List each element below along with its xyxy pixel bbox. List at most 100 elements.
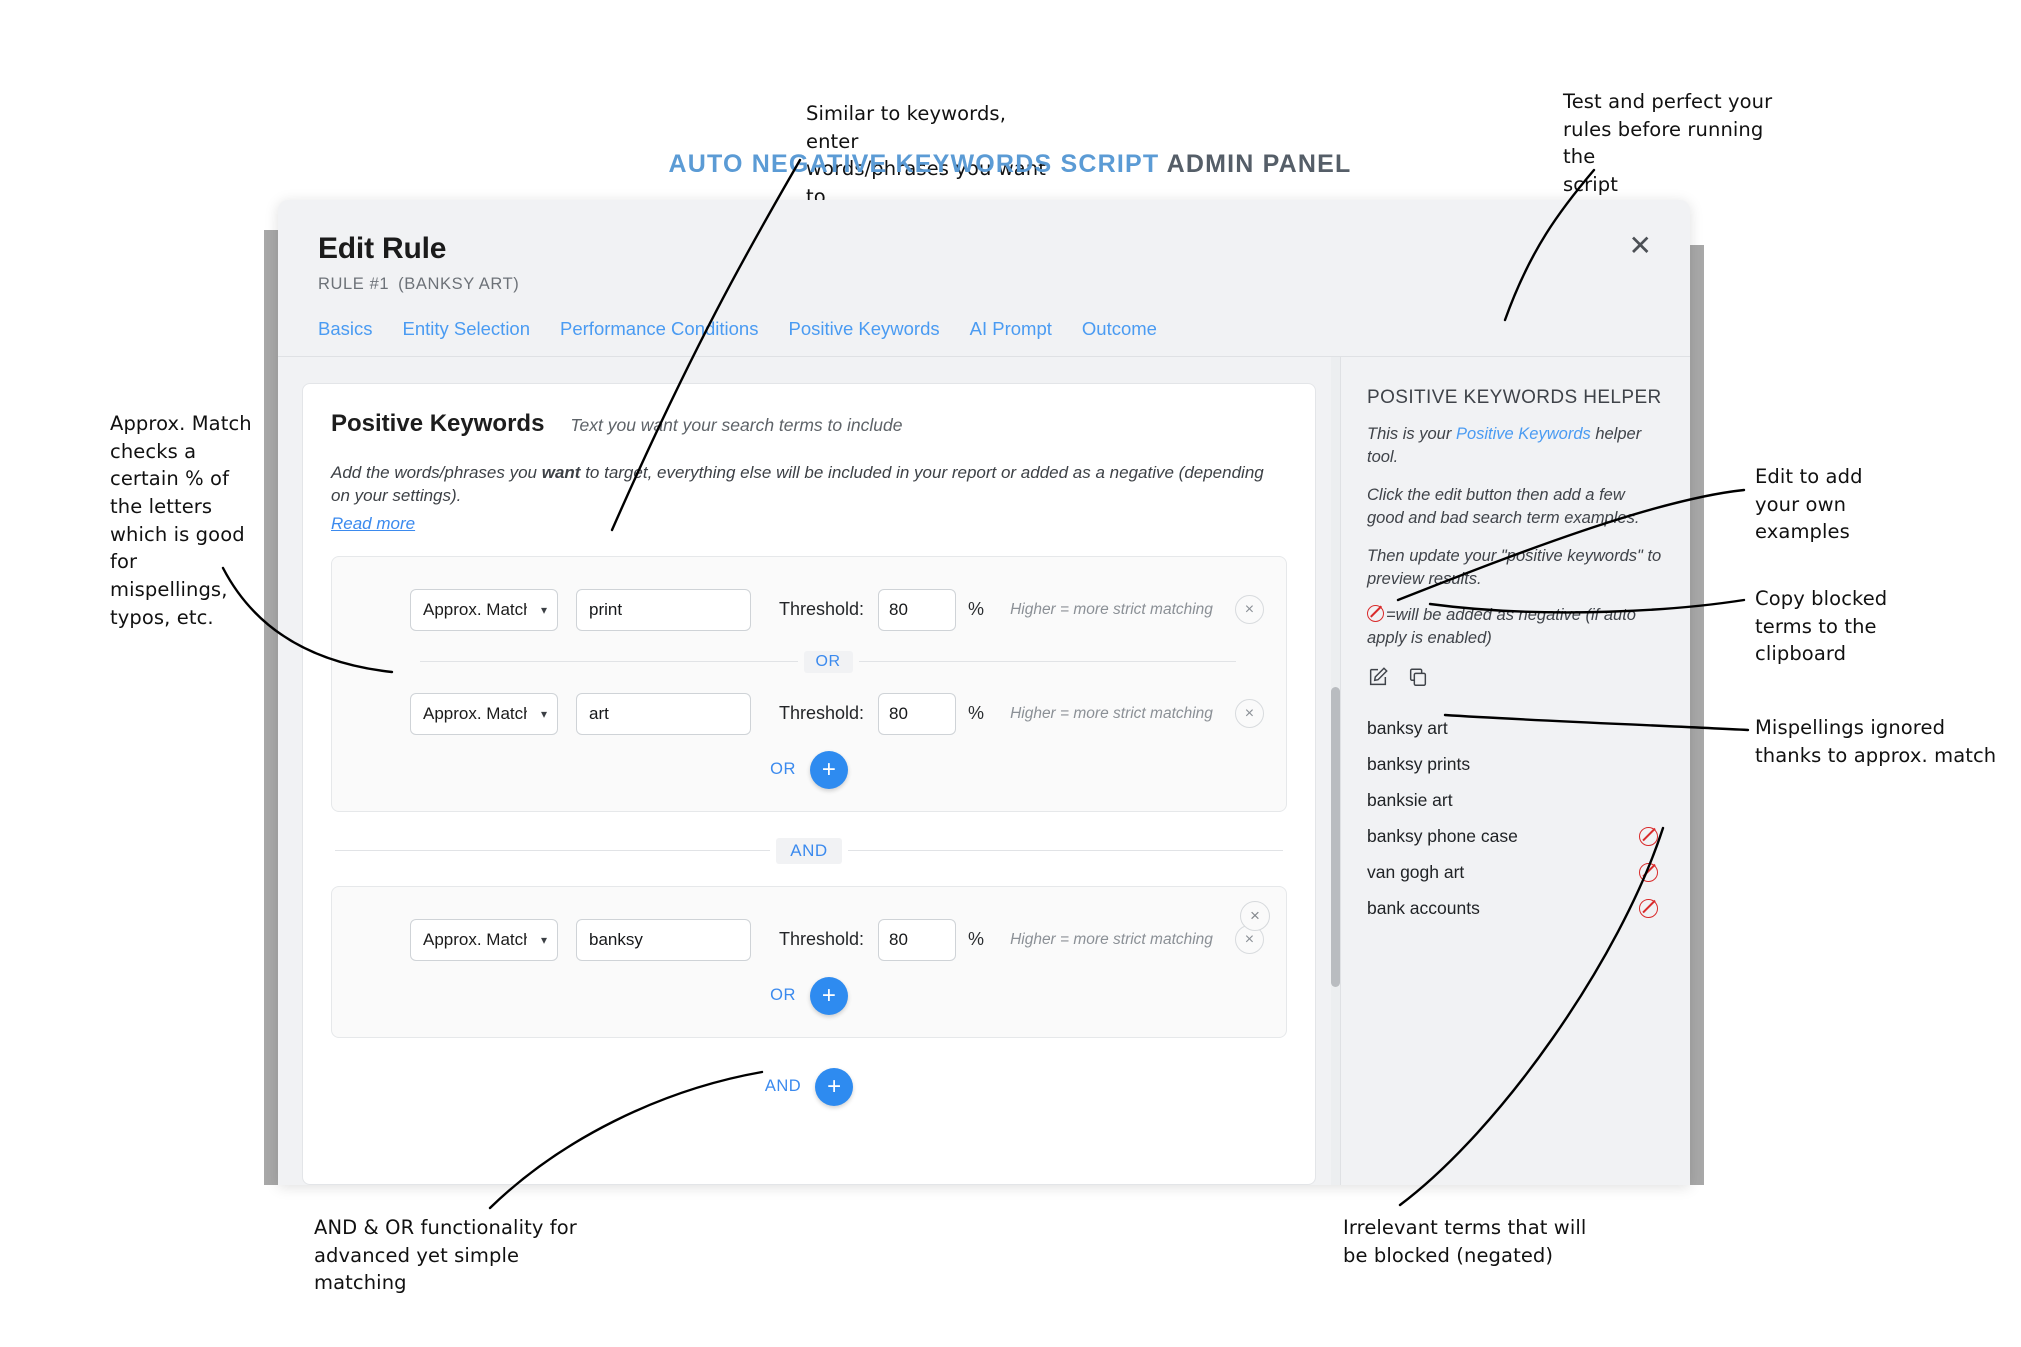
- threshold-input[interactable]: [878, 588, 957, 631]
- and-label: AND: [764, 1077, 802, 1096]
- keyword-term: banksie art: [1367, 789, 1453, 810]
- list-item[interactable]: banksy prints: [1367, 746, 1664, 782]
- remove-group-button[interactable]: ×: [1240, 900, 1270, 931]
- and-label: AND: [776, 837, 842, 864]
- threshold-label: Threshold:: [779, 599, 865, 620]
- page-scrollbar-left[interactable]: [264, 230, 278, 1185]
- percent-symbol: %: [968, 703, 985, 724]
- remove-condition-button[interactable]: ×: [1234, 699, 1264, 729]
- tab-basics[interactable]: Basics: [318, 318, 373, 339]
- card-description: Add the words/phrases you want to target…: [331, 462, 1287, 508]
- copy-icon[interactable]: [1407, 666, 1429, 688]
- threshold-hint: Higher = more strict matching: [1010, 600, 1213, 618]
- positive-keywords-pane: Positive Keywords Text you want your sea…: [278, 357, 1340, 1185]
- threshold-hint: Higher = more strict matching: [1010, 704, 1213, 722]
- keyword-term: van gogh art: [1367, 861, 1465, 882]
- divider-line-right: [847, 850, 1283, 852]
- annotation-and-or: AND & OR functionality for advanced yet …: [314, 1216, 577, 1295]
- or-label: OR: [770, 986, 796, 1005]
- tab-ai-prompt[interactable]: AI Prompt: [969, 318, 1052, 339]
- divider-line-right: [858, 661, 1236, 663]
- helper-intro-post: helper tool.: [1367, 425, 1642, 467]
- and-divider: AND: [335, 837, 1283, 864]
- helper-intro-pre: This is your: [1367, 425, 1456, 443]
- or-divider: OR: [420, 650, 1236, 673]
- threshold-hint: Higher = more strict matching: [1010, 930, 1213, 948]
- condition-row: Approx. Match ▾ Threshold: % Higher = mo…: [354, 583, 1264, 637]
- tab-entity-selection[interactable]: Entity Selection: [402, 318, 531, 339]
- add-and-group: AND +: [331, 1067, 1287, 1106]
- add-or-button[interactable]: +: [809, 976, 848, 1015]
- positive-keywords-helper-pane: POSITIVE KEYWORDS HELPER This is your Po…: [1340, 357, 1690, 1185]
- annotation-irrelevant-terms: Irrelevant terms that will be blocked (n…: [1343, 1216, 1587, 1267]
- threshold-label: Threshold:: [779, 929, 865, 950]
- threshold-input[interactable]: [878, 918, 957, 961]
- rule-number: RULE #1: [318, 275, 390, 293]
- blocked-icon: [1639, 826, 1658, 846]
- list-item[interactable]: banksy art: [1367, 710, 1664, 746]
- add-or-condition: OR +: [354, 750, 1264, 793]
- condition-row: Approx. Match ▾ Threshold: % Higher = mo…: [354, 687, 1264, 741]
- helper-update-line: Then update your "positive keywords" to …: [1367, 546, 1662, 589]
- keyword-input[interactable]: [576, 918, 751, 961]
- match-type-select[interactable]: Approx. Match: [410, 918, 558, 961]
- helper-negative-note: =will be added as negative (if auto appl…: [1367, 604, 1664, 651]
- add-or-button[interactable]: +: [809, 750, 848, 789]
- match-type-select[interactable]: Approx. Match: [410, 588, 558, 631]
- page-scrollbar-right[interactable]: [1690, 245, 1704, 1185]
- background-app-title-secondary: ADMIN PANEL: [1166, 150, 1352, 178]
- dialog-subtitle: RULE #1 (BANKSY ART): [318, 275, 1650, 294]
- list-item[interactable]: banksie art: [1367, 782, 1664, 818]
- threshold-input[interactable]: [878, 692, 957, 735]
- condition-group: Approx. Match ▾ Threshold: % Higher = mo…: [331, 555, 1287, 812]
- match-type-wrapper: Approx. Match ▾: [410, 692, 558, 735]
- card-header: Positive Keywords Text you want your sea…: [331, 410, 1287, 438]
- tab-positive-keywords[interactable]: Positive Keywords: [788, 318, 940, 339]
- read-more-link[interactable]: Read more: [331, 513, 416, 533]
- card-title: Positive Keywords: [331, 410, 545, 437]
- card-subtitle: Text you want your search terms to inclu…: [570, 415, 903, 435]
- keyword-input[interactable]: [576, 692, 751, 735]
- helper-intro-link[interactable]: Positive Keywords: [1455, 425, 1591, 443]
- helper-intro-line: This is your Positive Keywords helper to…: [1367, 423, 1664, 470]
- dialog-title: Edit Rule: [318, 232, 447, 265]
- background-app-title-primary: AUTO NEGATIVE KEYWORDS SCRIPT: [668, 150, 1160, 178]
- add-or-condition: OR +: [354, 976, 1264, 1019]
- dialog-body: Positive Keywords Text you want your sea…: [278, 357, 1690, 1185]
- keyword-term: banksy art: [1367, 717, 1448, 738]
- percent-symbol: %: [968, 929, 985, 950]
- dialog-tabs: Basics Entity Selection Performance Cond…: [278, 318, 1690, 357]
- helper-action-icons: [1367, 666, 1664, 688]
- tab-performance-conditions[interactable]: Performance Conditions: [560, 318, 759, 339]
- edit-icon[interactable]: [1367, 666, 1389, 688]
- helper-title: POSITIVE KEYWORDS HELPER: [1367, 387, 1662, 408]
- helper-negative-note-text: =will be added as negative (if auto appl…: [1367, 605, 1636, 647]
- description-part-1: Add the words/phrases you: [331, 463, 542, 482]
- blocked-icon: [1639, 862, 1658, 882]
- list-item[interactable]: van gogh art: [1367, 854, 1664, 890]
- blocked-icon: [1639, 898, 1658, 918]
- list-item[interactable]: bank accounts: [1367, 890, 1664, 926]
- threshold-label: Threshold:: [779, 703, 865, 724]
- match-type-select[interactable]: Approx. Match: [410, 692, 558, 735]
- close-icon[interactable]: ✕: [1628, 230, 1652, 261]
- add-and-button[interactable]: +: [815, 1067, 854, 1106]
- remove-condition-button[interactable]: ×: [1234, 595, 1264, 625]
- or-label: OR: [803, 650, 853, 673]
- keyword-term: bank accounts: [1367, 897, 1480, 918]
- blocked-icon: [1367, 604, 1384, 622]
- tab-outcome[interactable]: Outcome: [1081, 318, 1157, 339]
- keyword-input[interactable]: [576, 588, 751, 631]
- positive-keywords-card: Positive Keywords Text you want your sea…: [302, 383, 1316, 1185]
- annotation-approx-match: Approx. Match checks a certain % of the …: [110, 412, 252, 629]
- description-emphasis: want: [541, 463, 581, 482]
- divider-line-left: [335, 850, 771, 852]
- condition-group: × Approx. Match ▾ Threshold: % Higher =: [331, 885, 1287, 1038]
- match-type-wrapper: Approx. Match ▾: [410, 588, 558, 631]
- percent-symbol: %: [968, 599, 985, 620]
- annotation-mispellings: Mispellings ignored thanks to approx. ma…: [1755, 716, 1997, 767]
- list-item[interactable]: banksy phone case: [1367, 818, 1664, 854]
- dialog-scrollbar-thumb[interactable]: [1331, 687, 1340, 987]
- rule-name: (BANKSY ART): [398, 275, 520, 293]
- dialog-scrollbar[interactable]: [1331, 357, 1340, 1185]
